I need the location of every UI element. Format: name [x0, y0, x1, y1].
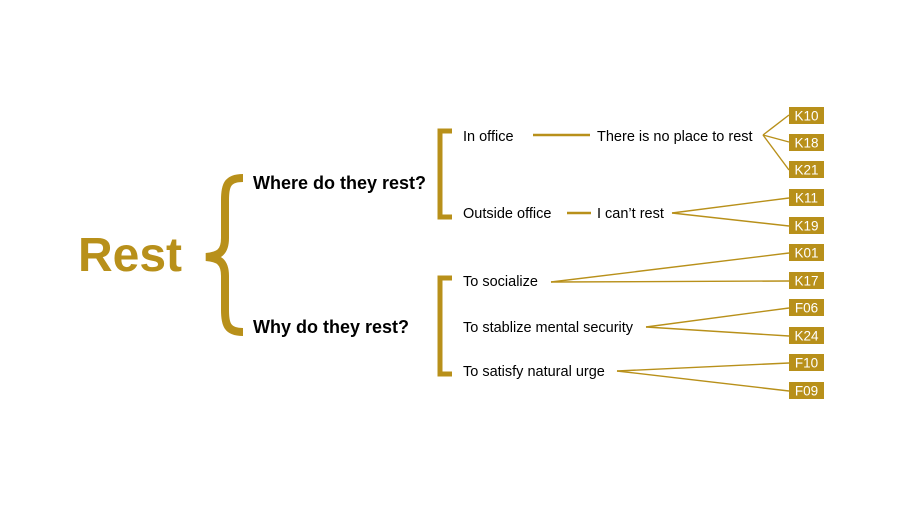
code-badge-k01: K01: [789, 244, 824, 261]
where-detail-cant-rest: I can’t rest: [597, 206, 664, 222]
code-connectors: [550, 114, 790, 392]
code-badge-k18: K18: [789, 134, 824, 151]
why-item-socialize: To socialize: [463, 274, 538, 290]
root-curly-brace: [205, 174, 244, 336]
svg-text:F10: F10: [795, 356, 818, 371]
code-badge-k19: K19: [789, 217, 824, 234]
svg-text:K19: K19: [794, 219, 818, 234]
why-item-mental-security: To stablize mental security: [463, 320, 634, 336]
connector-f06: [645, 307, 790, 328]
svg-text:K10: K10: [794, 109, 818, 124]
where-detail-no-place: There is no place to rest: [597, 129, 753, 145]
connector-f10: [616, 362, 790, 372]
svg-text:K11: K11: [795, 191, 818, 206]
connector-k21: [762, 134, 790, 171]
where-item-in-office: In office: [463, 129, 514, 145]
svg-text:K01: K01: [794, 246, 818, 261]
code-badge-f06: F06: [789, 299, 824, 316]
svg-text:K24: K24: [794, 329, 819, 344]
svg-text:K18: K18: [794, 136, 818, 151]
connector-k10: [762, 114, 790, 136]
code-badge-k10: K10: [789, 107, 824, 124]
root-label: Rest: [78, 229, 182, 282]
code-badge-k24: K24: [789, 327, 824, 344]
code-badge-k17: K17: [789, 272, 824, 289]
where-item-outside-office: Outside office: [463, 206, 551, 222]
svg-text:F06: F06: [795, 301, 818, 316]
why-item-natural-urge: To satisfy natural urge: [463, 364, 605, 380]
connector-k18: [762, 134, 790, 143]
why-bracket: [437, 275, 452, 377]
question-where: Where do they rest?: [253, 173, 426, 193]
code-badge-f10: F10: [789, 354, 824, 371]
connector-k01: [550, 252, 790, 283]
connector-f09: [616, 370, 790, 392]
connector-k11: [671, 197, 790, 214]
svg-text:K21: K21: [794, 163, 818, 178]
connector-k24: [645, 326, 790, 337]
code-badge-k21: K21: [789, 161, 824, 178]
where-bracket: [437, 128, 452, 220]
svg-text:K17: K17: [794, 274, 818, 289]
connector-k19: [671, 212, 790, 227]
svg-text:F09: F09: [795, 384, 818, 399]
connector-k17: [550, 280, 790, 283]
question-why: Why do they rest?: [253, 317, 409, 337]
code-badge-f09: F09: [789, 382, 824, 399]
code-badge-k11: K11: [789, 189, 824, 206]
